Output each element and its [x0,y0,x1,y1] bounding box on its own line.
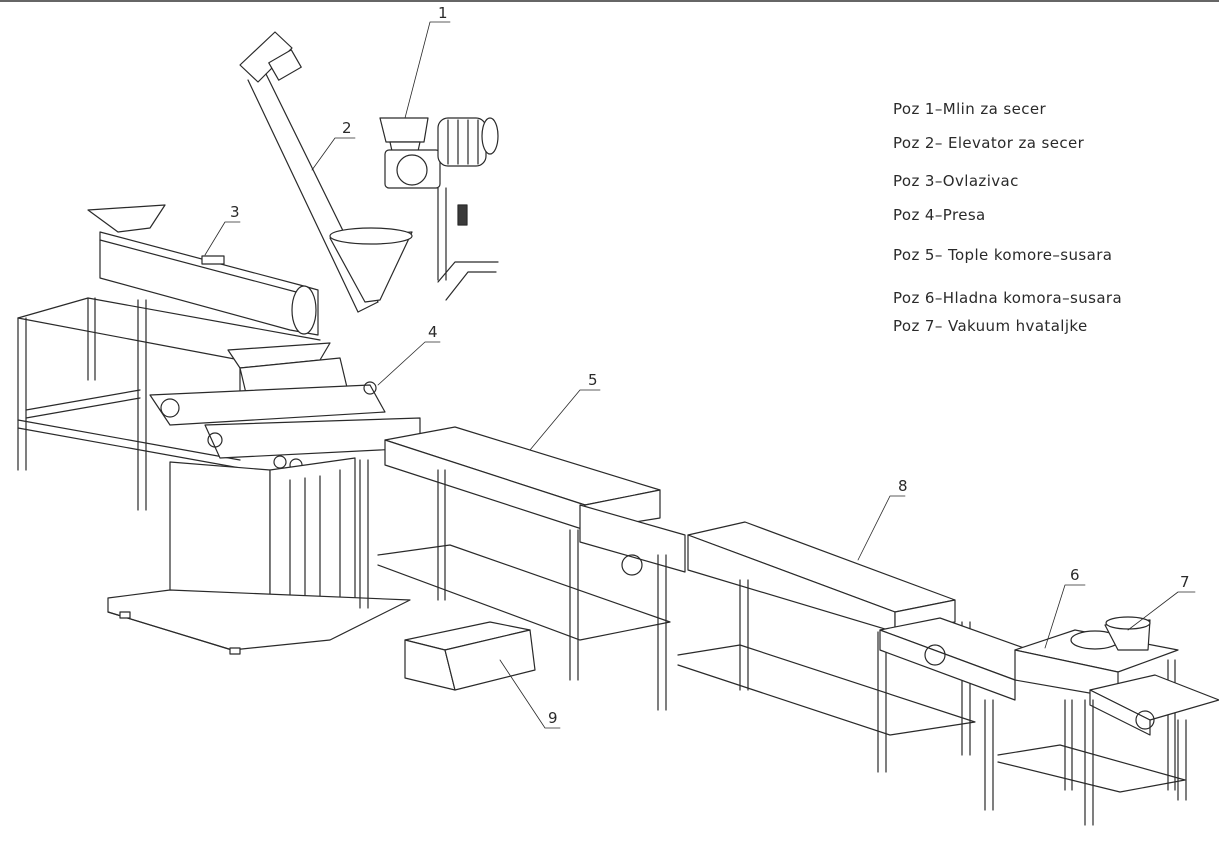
legend-item-6: Poz 6–Hladna komora–susara [893,289,1123,307]
cold-chamber [879,617,1186,811]
product-box [404,621,536,691]
sugar-elevator [239,31,413,313]
callout-5: 5 [588,371,598,389]
sugar-mill [379,117,499,301]
callout-1: 1 [438,4,448,22]
callout-6: 6 [1070,566,1080,584]
callout-9: 9 [548,709,558,727]
callout-numbers: 1 2 3 4 5 8 6 7 9 [230,4,1190,727]
vacuum-grippers [1070,616,1219,826]
legend-item-2: Poz 2– Elevator za secer [893,134,1085,152]
top-border [0,0,1219,2]
leader-lines [204,21,1196,729]
hot-chamber [359,426,686,711]
legend-item-4: Poz 4–Presa [893,206,986,224]
humidifier [17,204,321,511]
legend-item-1: Poz 1–Mlin za secer [893,100,1047,118]
press [107,342,421,655]
legend-item-3: Poz 3–Ovlazivac [893,172,1019,190]
callout-8: 8 [898,477,908,495]
legend-item-7: Poz 7– Vakuum hvataljke [893,317,1088,335]
callout-3: 3 [230,203,240,221]
legend-item-5: Poz 5– Tople komore–susara [893,246,1113,264]
callout-7: 7 [1180,573,1190,591]
callout-4: 4 [428,323,438,341]
callout-2: 2 [342,119,352,137]
